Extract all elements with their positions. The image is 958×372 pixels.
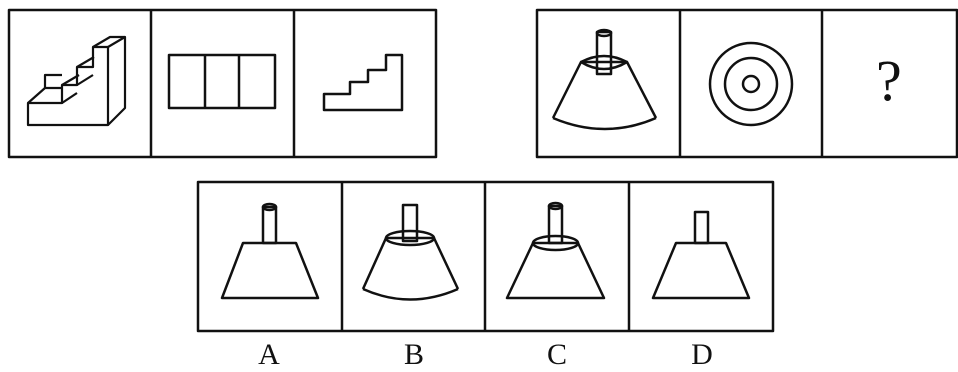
options-row <box>196 180 775 333</box>
stair-front-view <box>167 53 277 110</box>
option-label-b[interactable]: B <box>403 338 424 371</box>
question-frame <box>535 8 958 159</box>
question-row <box>535 8 958 159</box>
option-c-figure[interactable] <box>505 201 606 300</box>
option-label-d[interactable]: D <box>691 338 713 371</box>
option-label-c[interactable]: C <box>546 338 567 371</box>
stair-side-view <box>322 53 404 112</box>
frustum-solid-3d <box>551 28 658 131</box>
question-mark: ? <box>876 48 902 113</box>
example-row <box>7 8 438 159</box>
example-frame <box>7 8 438 159</box>
option-d-figure[interactable] <box>651 210 751 300</box>
option-a-figure[interactable] <box>220 202 320 300</box>
stair-solid-3d <box>26 35 127 127</box>
option-label-a[interactable]: A <box>258 338 280 371</box>
option-b-figure[interactable] <box>361 203 460 301</box>
top-view-circles <box>708 41 794 127</box>
